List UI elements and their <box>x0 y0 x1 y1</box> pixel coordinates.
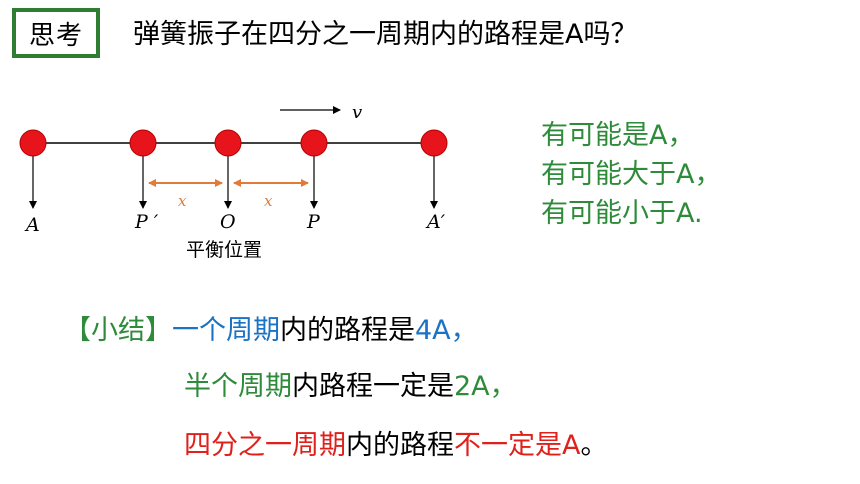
summary-line-3: 四分之一周期内的路程不一定是A。 <box>184 423 607 462</box>
point-label-p: P <box>306 211 321 233</box>
think-label-box: 思考 <box>12 8 100 58</box>
answer-line: 有可能大于A， <box>541 159 722 190</box>
ball-p <box>300 129 328 157</box>
ball-a-prime <box>420 129 448 157</box>
summary-2-term: 半个周期 <box>184 371 292 402</box>
equilibrium-label: 平衡位置 <box>186 239 262 261</box>
answers-block: 有可能是A， 有可能大于A， 有可能小于A. <box>541 116 721 233</box>
summary-line-2: 半个周期内路程一定是2A， <box>184 364 517 403</box>
summary-bracket: 【小结】 <box>64 315 172 346</box>
question-text: 弹簧振子在四分之一周期内的路程是A吗？ <box>133 19 638 50</box>
point-label-p-prime: P ′ <box>134 211 159 233</box>
summary-3-neg: 不一定是 <box>454 430 562 461</box>
summary-1-value: 4A， <box>415 315 478 346</box>
ball-a <box>19 129 47 157</box>
answer-line: 有可能小于A. <box>541 198 703 229</box>
point-label-a-prime: A′ <box>425 211 446 233</box>
x-label-left: x <box>178 192 187 210</box>
answer-line: 有可能是A， <box>541 120 695 151</box>
summary-3-end: 。 <box>580 430 608 461</box>
summary-2-text: 内路程一定是 <box>292 371 454 402</box>
velocity-label: v <box>352 102 362 123</box>
point-label-a: A <box>24 214 40 236</box>
summary-1-term: 一个周期 <box>172 315 280 346</box>
summary-3-value: A <box>562 430 581 461</box>
summary-1-text: 内的路程是 <box>280 315 415 346</box>
summary-2-value: 2A， <box>454 371 517 402</box>
ball-o <box>214 129 242 157</box>
x-label-right: x <box>264 192 273 210</box>
point-label-o: O <box>220 211 236 233</box>
think-label: 思考 <box>28 20 83 51</box>
summary-3-term: 四分之一周期 <box>184 430 346 461</box>
ball-p-prime <box>129 129 157 157</box>
summary-3-text: 内的路程 <box>346 430 454 461</box>
summary-line-1: 【小结】一个周期内的路程是4A， <box>64 308 478 347</box>
oscillator-diagram: v x x A P ′ O P A′ 平衡位置 <box>19 102 448 261</box>
